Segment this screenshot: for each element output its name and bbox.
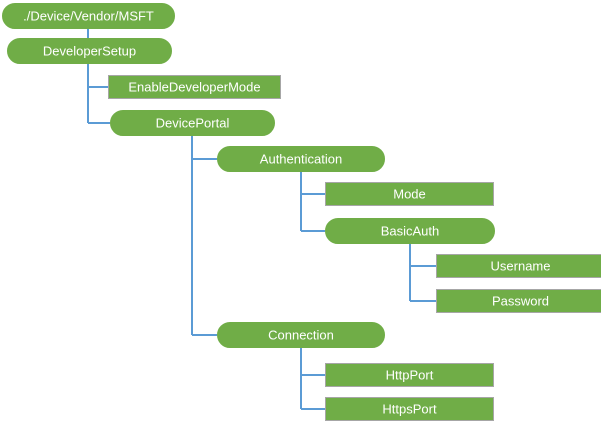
node-label-username: Username <box>491 258 551 273</box>
node-shape-rect <box>108 75 281 99</box>
tree-node-httpport[interactable]: HttpPort <box>325 363 494 387</box>
tree-node-root[interactable]: ./Device/Vendor/MSFT <box>2 3 175 29</box>
tree-node-developersetup[interactable]: DeveloperSetup <box>7 38 172 64</box>
node-label-connection: Connection <box>268 327 334 342</box>
node-label-enabledevelopermode: EnableDeveloperMode <box>128 79 260 94</box>
node-label-developersetup: DeveloperSetup <box>43 43 136 58</box>
tree-node-basicauth[interactable]: BasicAuth <box>325 218 495 244</box>
tree-node-password[interactable]: Password <box>436 289 601 313</box>
tree-node-enabledevelopermode[interactable]: EnableDeveloperMode <box>108 75 281 99</box>
tree-node-username[interactable]: Username <box>436 254 601 278</box>
node-label-root: ./Device/Vendor/MSFT <box>23 8 154 23</box>
node-shape-pill <box>217 322 385 348</box>
node-shape-pill <box>2 3 175 29</box>
node-shape-pill <box>110 110 275 136</box>
node-shape-pill <box>325 218 495 244</box>
node-label-deviceportal: DevicePortal <box>156 115 230 130</box>
node-shape-rect <box>325 182 494 206</box>
node-label-httpport: HttpPort <box>386 367 434 382</box>
node-label-basicauth: BasicAuth <box>381 223 440 238</box>
tree-node-connection[interactable]: Connection <box>217 322 385 348</box>
connectors-layer <box>87 29 436 410</box>
node-shape-pill <box>217 146 385 172</box>
node-shape-rect <box>436 254 601 278</box>
tree-node-authentication[interactable]: Authentication <box>217 146 385 172</box>
node-label-httpsport: HttpsPort <box>382 401 437 416</box>
tree-node-deviceportal[interactable]: DevicePortal <box>110 110 275 136</box>
node-shape-rect <box>436 289 601 313</box>
node-label-authentication: Authentication <box>260 151 342 166</box>
node-shape-rect <box>325 363 494 387</box>
node-shape-pill <box>7 38 172 64</box>
node-label-mode: Mode <box>393 186 426 201</box>
node-label-password: Password <box>492 293 549 308</box>
tree-node-mode[interactable]: Mode <box>325 182 494 206</box>
node-shape-rect <box>325 397 494 421</box>
nodes-layer: ./Device/Vendor/MSFT DeveloperSetupEnable… <box>2 3 601 421</box>
tree-node-httpsport[interactable]: HttpsPort <box>325 397 494 421</box>
